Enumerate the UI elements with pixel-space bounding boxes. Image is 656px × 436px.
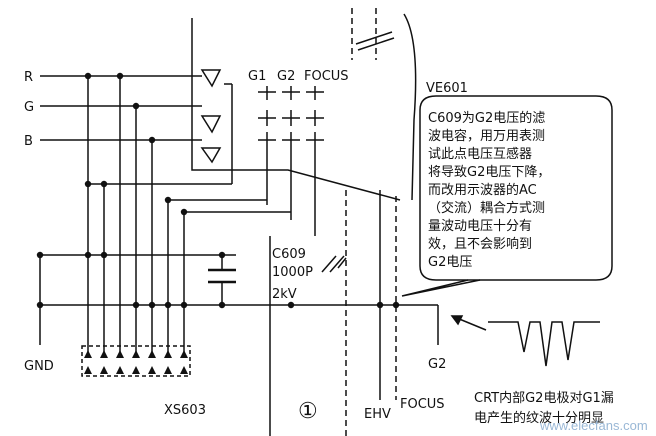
label-cap-voltage: 2kV xyxy=(272,287,297,302)
label-g1: G1 xyxy=(248,69,266,84)
junction-dot xyxy=(164,196,172,204)
connector-pin xyxy=(116,350,124,374)
connector-pin xyxy=(180,350,188,374)
junction-dot xyxy=(180,208,188,216)
c609-symbol xyxy=(321,255,347,273)
grid-electrodes xyxy=(258,86,324,150)
label-connector: XS603 xyxy=(164,403,206,418)
connector-pin xyxy=(148,350,156,374)
label-focus-top: FOCUS xyxy=(304,69,349,84)
connector-pin xyxy=(84,350,92,374)
label-circled-number: ① xyxy=(298,399,318,424)
watermark-text: www.elecfans.com xyxy=(539,418,648,433)
junction-dot xyxy=(84,180,92,188)
junction-dot xyxy=(132,102,140,110)
ripple-waveform xyxy=(488,321,600,367)
junction-dot xyxy=(100,180,108,188)
crt-cut-mark xyxy=(357,37,395,51)
junction-dot xyxy=(218,301,226,309)
label-b: B xyxy=(24,134,33,149)
connector-pin xyxy=(132,350,140,374)
callout-pointer xyxy=(401,279,481,297)
caption-line: CRT内部G2电极对G1漏 xyxy=(474,390,614,406)
callout-line: 波电容，用万用表测 xyxy=(428,128,545,144)
label-focus-bottom: FOCUS xyxy=(400,397,445,412)
label-tube: VE601 xyxy=(426,81,468,96)
callout-line: （交流）耦合方式测 xyxy=(428,200,545,216)
junction-dot xyxy=(132,301,140,309)
junction-dot xyxy=(84,251,92,259)
crt-cut-mark xyxy=(355,31,393,45)
cathode-g xyxy=(200,115,222,134)
junction-dot xyxy=(116,72,124,80)
label-cap-name: C609 xyxy=(272,247,306,262)
callout-line: 而改用示波器的AC xyxy=(428,182,537,198)
junction-dot xyxy=(376,301,384,309)
cathode-r xyxy=(200,69,222,88)
connector-pins xyxy=(84,350,188,374)
callout-line: 效，且不会影响到 xyxy=(428,236,532,252)
label-g2-bottom: G2 xyxy=(428,357,446,372)
label-cap-value: 1000P xyxy=(272,265,313,280)
junction-dot xyxy=(36,251,44,259)
label-ehv: EHV xyxy=(364,407,391,422)
callout-line: 将导致G2电压下降， xyxy=(428,165,550,180)
junction-dot xyxy=(180,301,188,309)
callout-line: G2电压 xyxy=(428,255,472,270)
junction-dot xyxy=(148,136,156,144)
junctions xyxy=(36,72,400,309)
waveform-arrowhead xyxy=(450,315,464,326)
junction-dot xyxy=(287,301,295,309)
callout-text: C609为G2电压的滤 波电容，用万用表测 试此点电压互感器 将导致G2电压下降… xyxy=(428,110,550,270)
crt-neck-left-outline xyxy=(191,18,401,201)
wiring xyxy=(39,8,613,436)
label-g2: G2 xyxy=(277,69,295,84)
callout-line: 量波动电压十分有 xyxy=(428,219,532,234)
label-g: G xyxy=(24,100,34,115)
junction-dot xyxy=(36,301,44,309)
junction-dot xyxy=(148,301,156,309)
junction-dot xyxy=(100,251,108,259)
crt-bell-outline xyxy=(403,13,417,201)
connector-pin xyxy=(164,350,172,374)
caption-line: 电产生的纹波十分明显 xyxy=(474,410,604,426)
callout-line: 试此点电压互感器 xyxy=(428,146,532,162)
cathode-b xyxy=(200,147,222,164)
junction-dot xyxy=(392,301,400,309)
junction-dot xyxy=(84,72,92,80)
connector-xs603-body xyxy=(81,345,191,377)
label-gnd: GND xyxy=(24,359,54,374)
junction-dot xyxy=(218,251,226,259)
callout-line: C609为G2电压的滤 xyxy=(428,110,545,126)
junction-dot xyxy=(164,301,172,309)
label-r: R xyxy=(24,70,33,85)
callout-bubble xyxy=(419,95,613,281)
connector-pin xyxy=(100,350,108,374)
